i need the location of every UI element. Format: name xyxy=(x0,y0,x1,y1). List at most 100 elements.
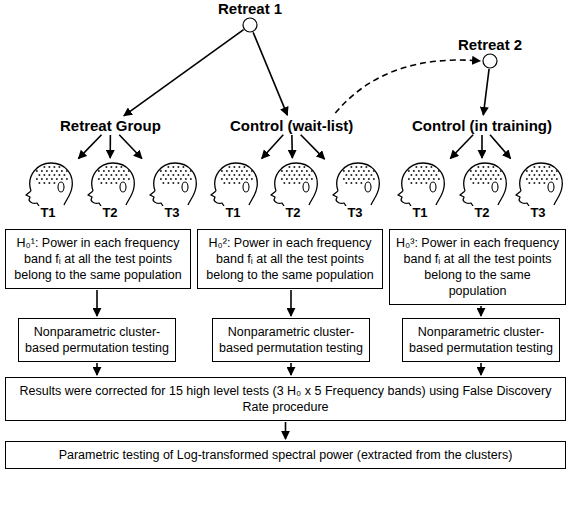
electrode-dot xyxy=(236,170,238,172)
group-label: Retreat Group xyxy=(60,117,161,134)
electrode-dot xyxy=(410,182,412,184)
electrode-dot xyxy=(475,170,477,172)
head-illustration xyxy=(509,160,567,206)
electrode-dot xyxy=(350,174,352,176)
electrode-dot xyxy=(241,170,243,172)
flow-arrow xyxy=(290,363,292,375)
time-point-label: T3 xyxy=(509,206,567,220)
box-text: H₀¹: Power in each frequency band fᵢ at … xyxy=(12,235,184,283)
electrode-dot xyxy=(353,178,355,180)
electrode-dot xyxy=(531,170,533,172)
electrode-dot xyxy=(177,174,179,176)
electrode-dot xyxy=(433,170,435,172)
electrode-dot xyxy=(165,178,167,180)
electrode-dot xyxy=(418,178,420,180)
electrode-dot xyxy=(480,178,482,180)
eeg-head: T3 xyxy=(326,160,384,220)
eeg-head: T1 xyxy=(19,160,77,220)
electrode-dot xyxy=(477,166,479,168)
electrode-dot xyxy=(115,166,117,168)
electrode-dot xyxy=(48,182,50,184)
circle-outline xyxy=(243,18,257,32)
flow-arrow xyxy=(124,30,244,116)
electrode-dot xyxy=(167,174,169,176)
head-illustration xyxy=(204,160,262,206)
electrode-dot xyxy=(345,182,347,184)
milestone-circle: Retreat 1 xyxy=(218,0,282,33)
electrode-dot xyxy=(350,182,352,184)
head-ear xyxy=(303,182,309,192)
electrode-dot xyxy=(482,174,484,176)
electrode-dot xyxy=(46,170,48,172)
electrode-dot xyxy=(246,170,248,172)
head-ear xyxy=(120,182,126,192)
electrode-dot xyxy=(48,174,50,176)
group-label: Control (wait-list) xyxy=(230,117,353,134)
electrode-dot xyxy=(190,178,192,180)
electrode-dot xyxy=(100,174,102,176)
electrode-dot xyxy=(41,170,43,172)
electrode-dot xyxy=(553,174,555,176)
electrode-dot xyxy=(311,178,313,180)
electrode-dot xyxy=(548,166,550,168)
electrode-dot xyxy=(413,170,415,172)
head-outline xyxy=(26,163,72,206)
electrode-dot xyxy=(223,174,225,176)
head-outline xyxy=(398,163,444,206)
electrode-dot xyxy=(303,166,305,168)
box-text: H₀³: Power in each frequency band fᵢ at … xyxy=(396,235,559,299)
electrode-dot xyxy=(470,178,472,180)
electrode-dot xyxy=(286,170,288,172)
electrode-dot xyxy=(490,178,492,180)
electrode-dot xyxy=(298,182,300,184)
electrode-dot xyxy=(187,174,189,176)
flow-arrow xyxy=(96,290,98,316)
electrode-dot xyxy=(533,182,535,184)
electrode-dot xyxy=(113,178,115,180)
time-point-label: T1 xyxy=(204,206,262,220)
electrode-dot xyxy=(48,166,50,168)
circle-symbol xyxy=(242,17,258,33)
flow-arrow xyxy=(301,135,325,159)
eeg-head: T3 xyxy=(509,160,567,220)
electrode-dot xyxy=(293,166,295,168)
electrode-dot xyxy=(500,178,502,180)
electrode-dot xyxy=(291,178,293,180)
electrode-dot xyxy=(41,178,43,180)
process-box: H₀²: Power in each frequency band fᵢ at … xyxy=(197,229,383,289)
electrode-dot xyxy=(167,182,169,184)
electrode-dot xyxy=(221,170,223,172)
electrode-dot xyxy=(306,178,308,180)
electrode-dot xyxy=(438,170,440,172)
head-outline xyxy=(271,163,317,206)
flow-arrow xyxy=(290,290,292,316)
electrode-dot xyxy=(238,182,240,184)
electrode-dot xyxy=(160,178,162,180)
flow-arrow xyxy=(480,363,482,375)
electrode-dot xyxy=(343,170,345,172)
electrode-dot xyxy=(291,170,293,172)
electrode-dot xyxy=(177,166,179,168)
time-point-label: T3 xyxy=(143,206,201,220)
electrode-dot xyxy=(543,174,545,176)
time-point-label: T3 xyxy=(326,206,384,220)
electrode-dot xyxy=(538,166,540,168)
electrode-dot xyxy=(238,166,240,168)
flow-arrow xyxy=(490,135,511,159)
node-label: Retreat Group xyxy=(60,117,161,134)
electrode-dot xyxy=(170,178,172,180)
electrode-dot xyxy=(231,170,233,172)
electrode-dot xyxy=(536,178,538,180)
electrode-dot xyxy=(477,182,479,184)
electrode-dot xyxy=(123,170,125,172)
electrode-dot xyxy=(365,166,367,168)
electrode-dot xyxy=(551,170,553,172)
electrode-dot xyxy=(43,166,45,168)
electrode-dot xyxy=(470,170,472,172)
head-illustration xyxy=(143,160,201,206)
flow-arrow xyxy=(109,135,111,158)
head-outline xyxy=(460,163,506,206)
electrode-dot xyxy=(170,170,172,172)
head-outline xyxy=(516,163,562,206)
head-ear xyxy=(548,182,554,192)
